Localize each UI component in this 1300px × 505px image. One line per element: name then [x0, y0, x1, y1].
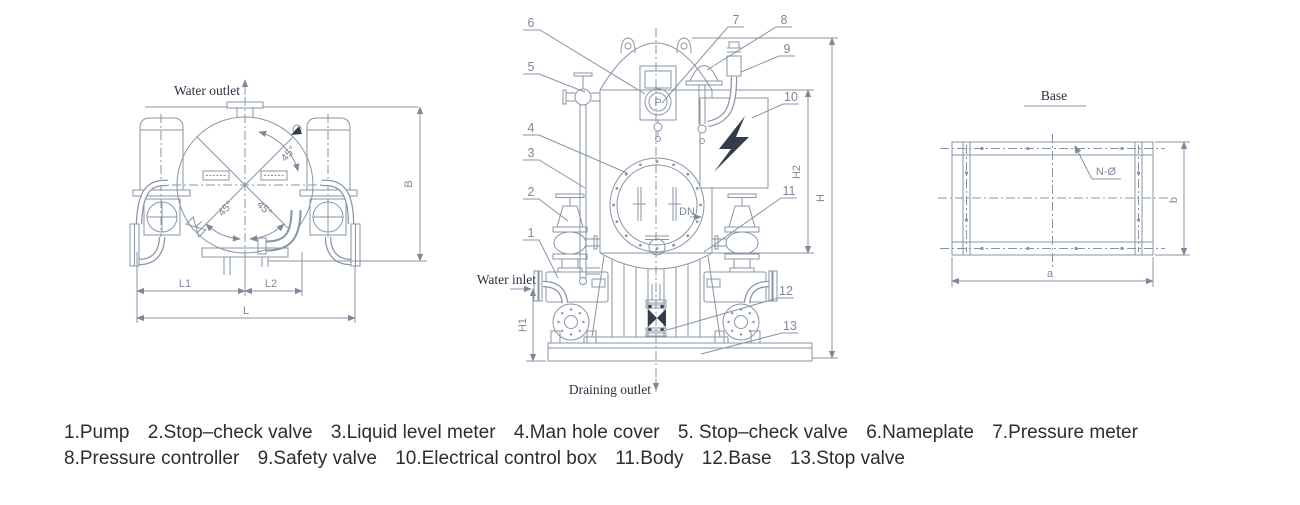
parts-legend-line-2: 8.Pressure controller 9.Safety valve 10.…: [64, 446, 1300, 472]
legend-item-electrical-control-box: 10.Electrical control box: [395, 448, 597, 469]
pump-left: [533, 270, 609, 344]
dim-a-base: a: [1047, 268, 1054, 280]
legend-item-pressure-controller: 8.Pressure controller: [64, 448, 240, 469]
legend-item-base: 12.Base: [701, 448, 772, 469]
stop-check-valve-right: [712, 193, 760, 273]
dim-h1: H1: [517, 318, 529, 332]
callouts: 1 2 3 4 5 6 7 8 9 10 11 12 13: [523, 13, 799, 355]
front-view-dimensions: H1 H2 H: [517, 37, 838, 362]
callout-4: 4: [528, 121, 535, 135]
nameplate: [644, 70, 672, 89]
pressure-meter: [644, 88, 672, 116]
drain-stop-valve: [645, 284, 667, 337]
dim-b-top: B: [403, 180, 415, 187]
pump-motor-left-top: [129, 114, 191, 267]
water-inlet-label: Water inlet: [477, 272, 537, 287]
parts-legend-line-1: 1.Pump 2.Stop–check valve 3.Liquid level…: [64, 420, 1300, 446]
angle-label-2: 45°: [216, 199, 236, 219]
pump-right: [703, 270, 778, 344]
callout-6: 6: [528, 16, 535, 30]
dim-h: H: [815, 194, 827, 202]
legend-item-stop-valve: 13.Stop valve: [789, 448, 905, 469]
callout-7: 7: [733, 13, 740, 27]
stop-check-valve-left: [552, 193, 600, 273]
callout-5: 5: [528, 60, 535, 74]
top-view: Water outlet 45° 45° 4: [129, 79, 427, 323]
n-holes-label: N-Ø: [1096, 166, 1117, 178]
angle-label-1: 45°: [279, 144, 299, 164]
saddle-plate-top: [201, 247, 289, 275]
front-view: DN: [477, 13, 838, 397]
callout-10: 10: [784, 90, 798, 104]
pressure-controller: [685, 65, 723, 144]
dn-label: DN: [679, 206, 695, 218]
callout-11: 11: [783, 184, 796, 198]
base-view-title: Base: [1041, 88, 1067, 103]
dim-l: L: [243, 305, 249, 317]
dim-l1: L1: [179, 278, 191, 290]
outlet-elbow-top: [257, 209, 302, 255]
manhole-cover: DN: [609, 157, 705, 256]
level-meter-valve: [562, 72, 600, 106]
base-view: Base N-Ø: [938, 88, 1190, 287]
gauge-letter: P: [654, 97, 661, 109]
dim-l2: L2: [265, 278, 277, 290]
callout-3: 3: [528, 146, 535, 160]
nameplate-and-gauge: P: [639, 65, 677, 142]
bottom-nozzle: [648, 238, 666, 256]
angle-label-3: 45°: [254, 199, 274, 219]
base-frame-plan: [938, 134, 1168, 268]
tank-body: [547, 37, 814, 362]
legend-item-liquid-level-meter: 3.Liquid level meter: [330, 422, 496, 443]
callout-12: 12: [779, 284, 793, 298]
assembly-drawing: Water outlet 45° 45° 4: [129, 13, 1190, 397]
base-frame-front: [547, 342, 813, 362]
top-view-dimensions: B L1 L2 L: [136, 106, 427, 323]
callout-13: 13: [783, 319, 797, 333]
lightning-bolt-icon: [714, 116, 749, 172]
parts-legend: 1.Pump 2.Stop–check valve 3.Liquid level…: [0, 412, 1300, 472]
pump-motor-right-top: [299, 114, 361, 267]
legend-item-stop-check-valve-5: 5. Stop–check valve: [677, 422, 848, 443]
callout-9: 9: [784, 42, 791, 56]
dim-b-base: b: [1168, 197, 1180, 203]
hole-callout: N-Ø: [1074, 145, 1121, 180]
callout-8: 8: [781, 13, 788, 27]
electrical-control-box: [699, 97, 769, 189]
lifting-lug-left: [620, 37, 636, 54]
legend-item-stop-check-valve-2: 2.Stop–check valve: [147, 422, 313, 443]
legend-item-body: 11.Body: [615, 448, 684, 469]
lifting-lug-right: [676, 37, 692, 54]
liquid-level-meter: [562, 72, 600, 285]
legend-item-safety-valve: 9.Safety valve: [257, 448, 377, 469]
callout-1: 1: [528, 226, 535, 240]
dim-h2: H2: [791, 165, 803, 179]
legend-item-nameplate: 6.Nameplate: [866, 422, 974, 443]
legend-item-man-hole-cover: 4.Man hole cover: [513, 422, 660, 443]
water-outlet-label: Water outlet: [174, 83, 240, 98]
base-view-dimensions: b a: [951, 141, 1190, 287]
draining-outlet-label: Draining outlet: [569, 382, 651, 397]
callout-2: 2: [528, 185, 535, 199]
legend-item-pressure-meter: 7.Pressure meter: [992, 422, 1138, 443]
legend-item-pump: 1.Pump: [64, 422, 130, 443]
